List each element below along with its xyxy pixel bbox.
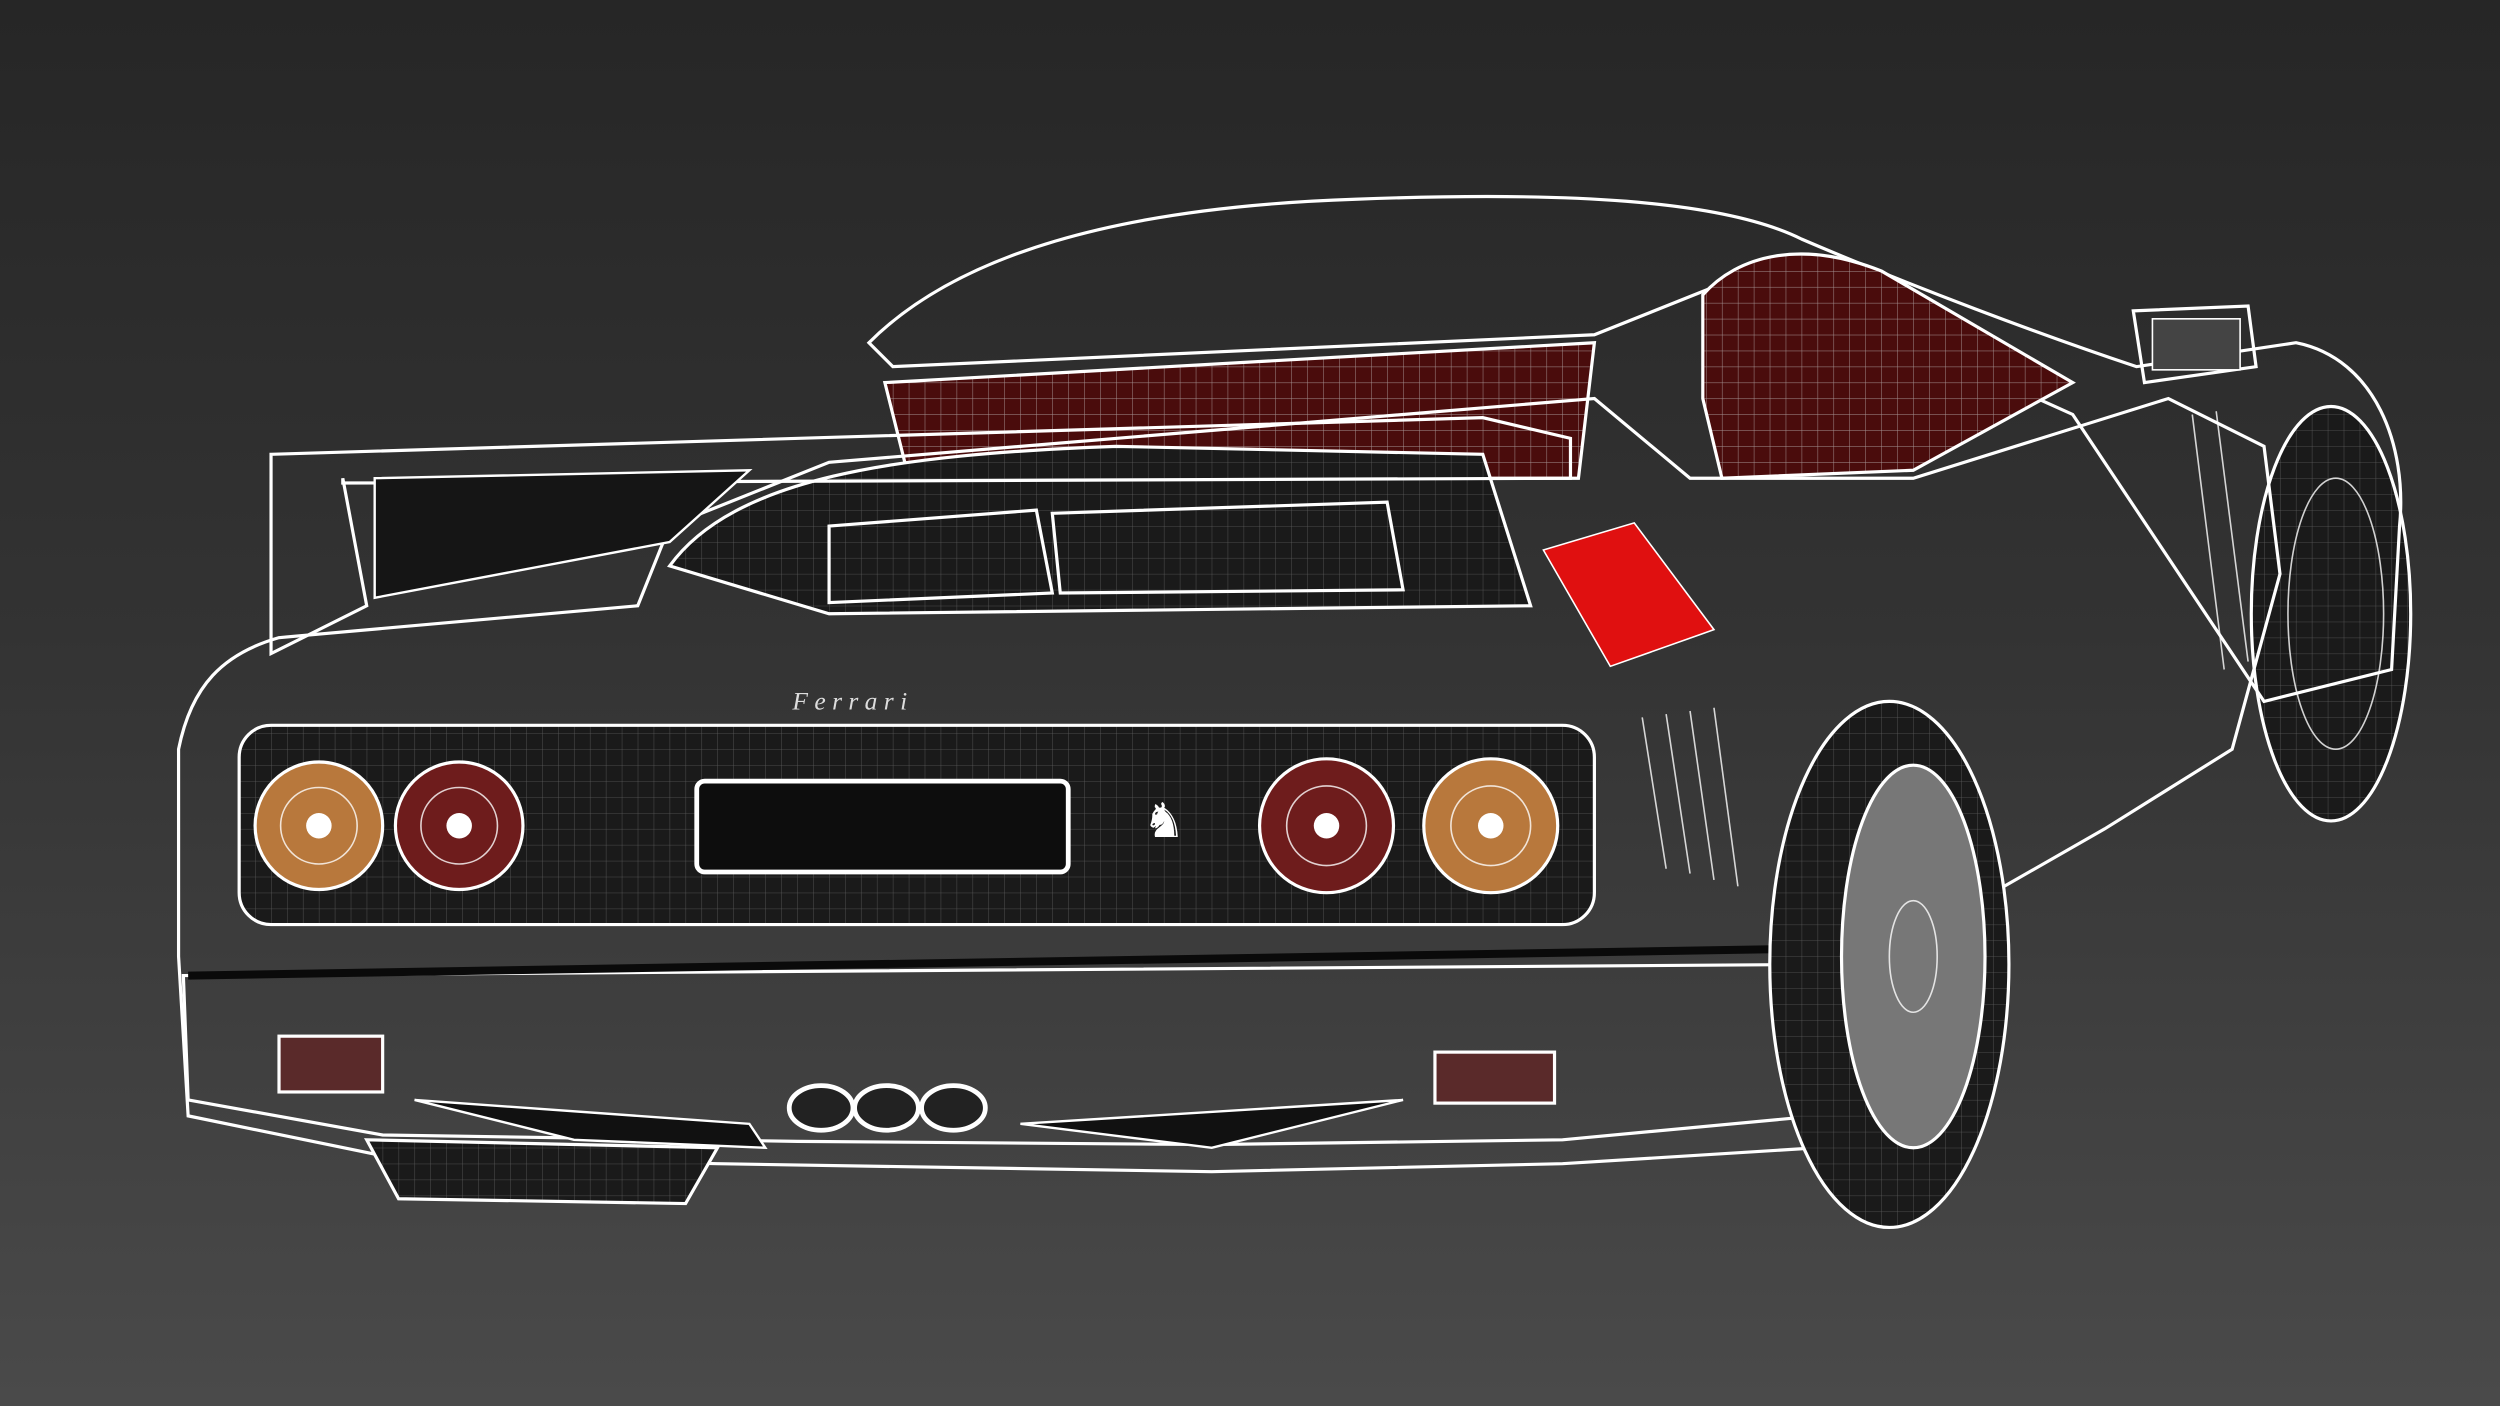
tail-light-outer-right: [1422, 757, 1560, 895]
tail-light-outer-left: [253, 760, 385, 892]
rear-wing: [269, 416, 1573, 657]
side-vents: [1641, 411, 2249, 887]
reflector-right: [1433, 1050, 1557, 1105]
ferrari-logo-text: Ferrari: [791, 686, 913, 715]
diffuser: [414, 1098, 1404, 1150]
engine-bay: [667, 444, 1533, 616]
tail-light-inner-right: [1257, 757, 1396, 895]
rear-right-wheel: [1768, 699, 2011, 1230]
engine: [827, 508, 1055, 605]
side-window: [1701, 252, 2076, 480]
rear-bumper: [181, 962, 1820, 1147]
rear-left-tire: [364, 1138, 721, 1206]
mirror-glass: [2151, 318, 2241, 371]
prancing-horse-emblem: ♞: [1142, 795, 1185, 848]
side-mirror: [2131, 304, 2258, 385]
exhaust-tips: [786, 1083, 988, 1133]
license-plate: [694, 778, 1071, 875]
roof: [866, 194, 2403, 704]
reflector-left: [277, 1034, 385, 1094]
engine-intake: [1050, 500, 1405, 595]
red-panel: [1542, 521, 1716, 668]
tail-light-inner-left: [393, 760, 525, 892]
bumper-trim: [188, 944, 1818, 980]
tail-lights: [253, 757, 1560, 895]
far-rear-wheel: [2249, 404, 2413, 823]
